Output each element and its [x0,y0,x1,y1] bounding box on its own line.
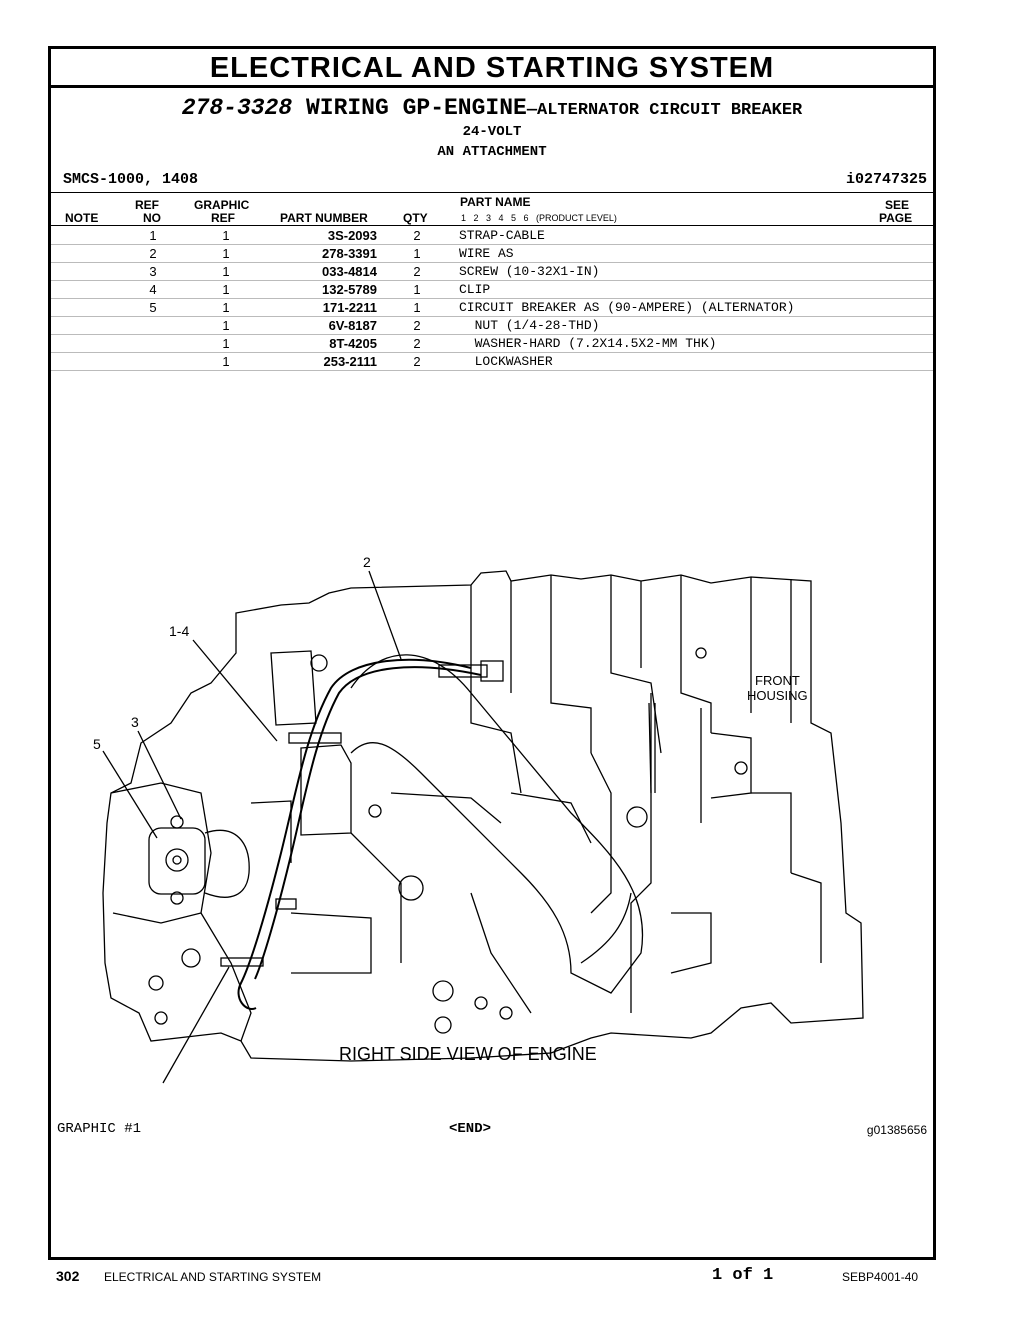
row-divider [51,334,933,335]
part-subtitle-heading: —ALTERNATOR CIRCUIT BREAKER [526,101,803,120]
col-header-part-name: PART NAME [460,195,531,209]
cell-qty: 2 [413,318,421,333]
cell-graphic-ref: 1 [222,246,230,261]
cell-qty: 1 [413,246,421,261]
cell-part-number: 033-4814 [322,264,377,279]
col-header-graphic-ref: REF [211,211,235,225]
row-divider [51,280,933,281]
publication-id: SEBP4001-40 [842,1270,919,1284]
row-divider [51,298,933,299]
voltage-line: 24-VOLT [462,124,522,140]
front-housing-label-line2: HOUSING [747,688,808,703]
cell-graphic-ref: 1 [222,336,230,351]
cell-graphic-ref: 1 [222,228,230,243]
row-divider [51,370,933,371]
col-header-ref: REF [135,198,159,212]
cell-part-number: 132-5789 [322,282,377,297]
part-heading: 278-3328 WIRING GP-ENGINE—ALTERNATOR CIR… [51,95,933,121]
cell-part-name: SCREW (10-32X1-IN) [459,264,600,279]
table-row: 3 1 033-4814 2 SCREW (10-32X1-IN) [51,262,933,280]
cell-part-number: 3S-2093 [327,228,377,243]
callout-1-4: 1-4 [169,623,189,639]
end-marker: <END> [449,1121,492,1137]
engine-illustration: 2 1-4 3 5 1 FRONT HOUSING [93,554,864,1093]
table-top-rule [51,192,933,193]
callout-5: 5 [93,736,101,752]
callout-2: 2 [363,554,371,570]
cell-qty: 1 [413,300,421,315]
col-header-page: PAGE [879,211,913,225]
page-number: 302 [56,1268,80,1284]
col-header-see: SEE [885,198,910,212]
cell-part-name: CIRCUIT BREAKER AS (90-AMPERE) (ALTERNAT… [459,300,795,315]
cell-part-name: CLIP [459,282,491,297]
cell-graphic-ref: 1 [222,354,230,369]
cell-part-number: 253-2111 [323,354,377,369]
cell-qty: 2 [413,354,421,369]
smcs-code: SMCS-1000, 1408 [63,171,199,188]
table-row: 1 8T-4205 2 WASHER-HARD (7.2X14.5X2-MM T… [51,334,933,352]
cell-part-name: STRAP-CABLE [459,228,545,243]
graphic-label: GRAPHIC #1 [57,1121,142,1137]
attachment-line: AN ATTACHMENT [437,144,547,160]
table-row: 1 1 3S-2093 2 STRAP-CABLE [51,226,933,244]
footer-section-title: ELECTRICAL AND STARTING SYSTEM [104,1270,322,1284]
cell-part-number: 8T-4205 [329,336,377,351]
cell-graphic-ref: 1 [222,318,230,333]
callout-1: 1 [155,1092,163,1093]
engine-outline [102,570,864,1062]
col-header-part-number: PART NUMBER [280,211,368,225]
col-header-qty: QTY [403,211,428,225]
cell-qty: 2 [413,228,421,243]
document-id: i02747325 [845,171,927,188]
callout-3: 3 [131,714,139,730]
cell-qty: 2 [413,264,421,279]
col-header-product-level: 1 2 3 4 5 6 (PRODUCT LEVEL) [461,213,617,223]
cell-ref-no: 2 [149,246,157,261]
cell-ref-no: 1 [149,228,157,243]
cell-ref-no: 3 [149,264,157,279]
table-row: 1 253-2111 2 LOCKWASHER [51,352,933,370]
col-header-no: NO [143,211,161,225]
cell-graphic-ref: 1 [222,300,230,315]
col-header-note: NOTE [65,211,99,225]
row-divider [51,262,933,263]
table-row: 5 1 171-2211 1 CIRCUIT BREAKER AS (90-AM… [51,298,933,316]
graphic-caption: RIGHT SIDE VIEW OF ENGINE [339,1044,597,1064]
cell-part-number: 278-3391 [322,246,377,261]
part-title-heading: WIRING GP-ENGINE [305,95,527,121]
cell-graphic-ref: 1 [222,282,230,297]
part-number-heading: 278-3328 [181,95,293,121]
col-header-graphic: GRAPHIC [194,198,250,212]
cell-part-name: WASHER-HARD (7.2X14.5X2-MM THK) [459,336,717,351]
row-divider [51,352,933,353]
cell-ref-no: 5 [149,300,157,315]
cell-qty: 2 [413,336,421,351]
front-housing-label-line1: FRONT [755,673,800,688]
cell-graphic-ref: 1 [222,264,230,279]
table-row: 1 6V-8187 2 NUT (1/4-28-THD) [51,316,933,334]
cell-part-number: 171-2211 [322,300,377,315]
cell-qty: 1 [413,282,421,297]
page-title: ELECTRICAL AND STARTING SYSTEM [51,49,933,88]
document-frame: ELECTRICAL AND STARTING SYSTEM 278-3328 … [48,46,936,1260]
cell-part-name: NUT (1/4-28-THD) [459,318,600,333]
row-divider [51,244,933,245]
cell-part-number: 6V-8187 [328,318,377,333]
leader-lines [102,570,402,1084]
table-header-rule [51,225,933,226]
cell-ref-no: 4 [149,282,157,297]
cell-part-name: LOCKWASHER [459,354,553,369]
cell-part-name: WIRE AS [459,246,514,261]
row-divider [51,316,933,317]
table-row: 4 1 132-5789 1 CLIP [51,280,933,298]
graphic-id: g01385656 [866,1123,927,1137]
table-row: 2 1 278-3391 1 WIRE AS [51,244,933,262]
page-of-indicator: 1 of 1 [712,1266,774,1285]
